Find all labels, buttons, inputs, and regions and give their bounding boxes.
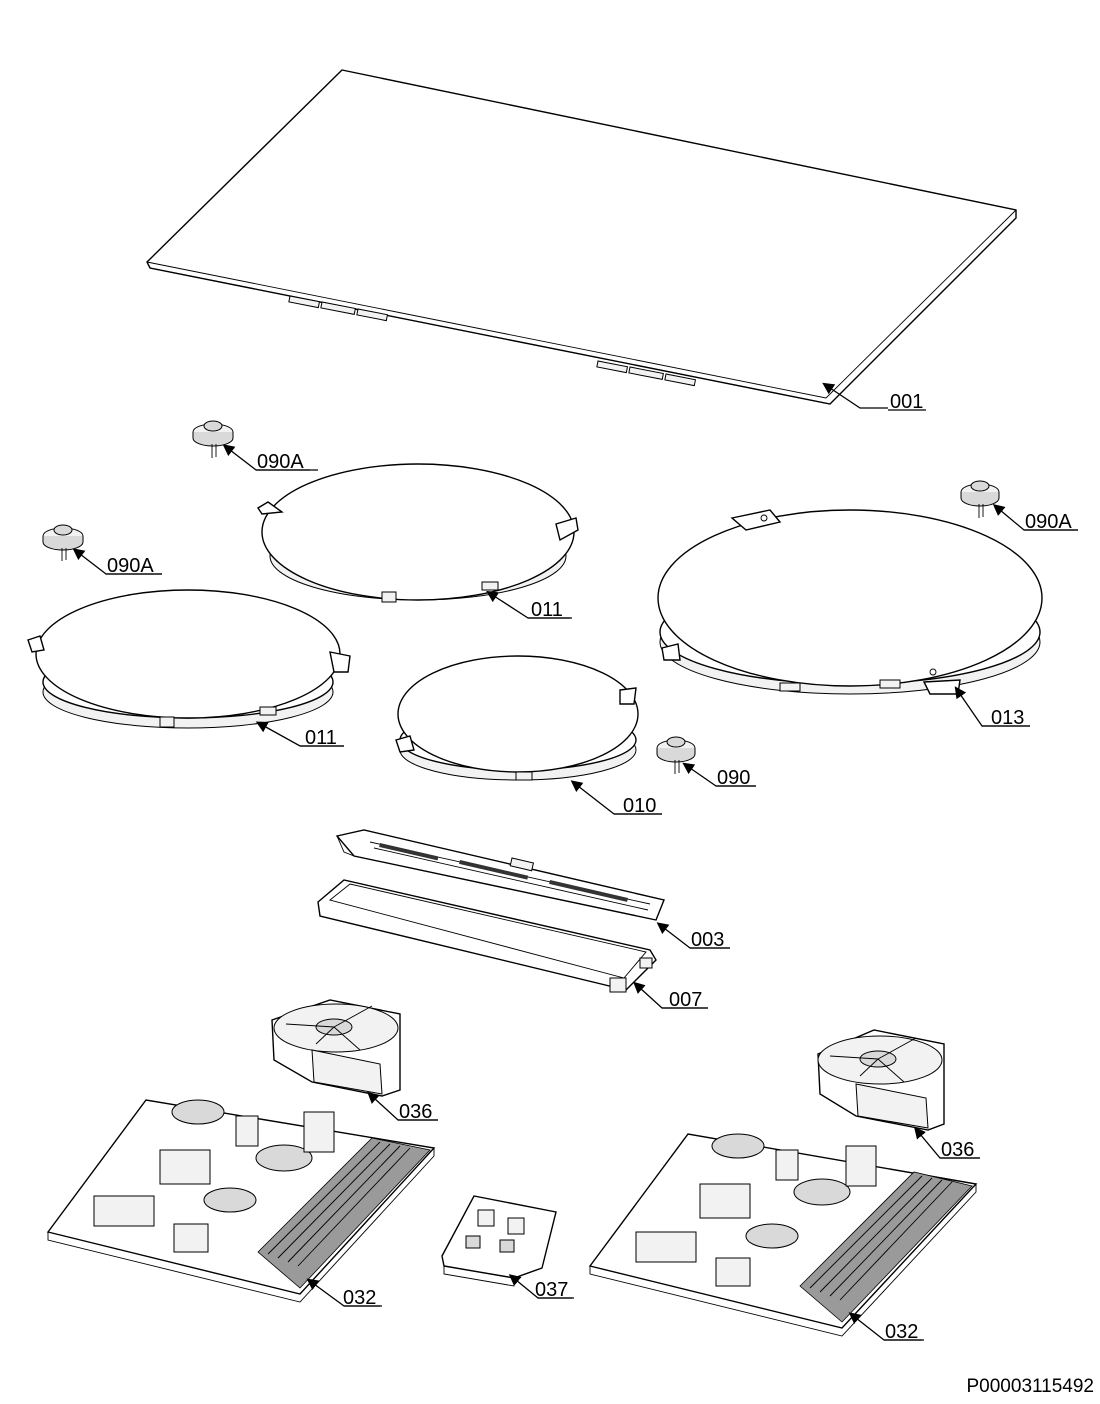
cooling-fan-036-right bbox=[817, 1029, 945, 1131]
temperature-sensor-090a-top bbox=[192, 420, 234, 458]
induction-coil-013 bbox=[657, 509, 1043, 695]
label-090: 090 bbox=[717, 767, 750, 789]
label-036-left: 036 bbox=[399, 1101, 432, 1123]
power-board-032-right bbox=[588, 1133, 978, 1337]
control-panel-003 bbox=[335, 829, 665, 921]
temperature-sensor-090a-right bbox=[960, 480, 1000, 518]
label-013: 013 bbox=[991, 707, 1024, 729]
power-board-032-left bbox=[46, 1099, 436, 1303]
induction-coil-011-upper bbox=[257, 463, 579, 603]
label-090a-left: 090A bbox=[107, 555, 154, 577]
label-032-left: 032 bbox=[343, 1287, 376, 1309]
label-007: 007 bbox=[669, 989, 702, 1011]
label-032-right: 032 bbox=[885, 1321, 918, 1343]
label-010: 010 bbox=[623, 795, 656, 817]
label-001: 001 bbox=[890, 391, 923, 413]
cooling-fan-036-left bbox=[271, 999, 401, 1097]
label-037: 037 bbox=[535, 1279, 568, 1301]
temperature-sensor-090a-left bbox=[42, 524, 84, 561]
label-003: 003 bbox=[691, 929, 724, 951]
temperature-sensor-090 bbox=[656, 736, 696, 774]
label-090a-top: 090A bbox=[257, 451, 304, 473]
label-011-left: 011 bbox=[305, 727, 337, 749]
label-090a-right: 090A bbox=[1025, 511, 1072, 533]
label-011-upper: 011 bbox=[531, 599, 563, 621]
induction-coil-011-left bbox=[27, 589, 351, 729]
electronic-module-037 bbox=[441, 1195, 557, 1287]
label-036-right: 036 bbox=[941, 1139, 974, 1161]
glass-top-part bbox=[146, 69, 1017, 405]
label-underlines bbox=[106, 409, 1078, 1341]
drawing-code: P00003115492 bbox=[967, 1376, 1095, 1397]
control-frame-007 bbox=[317, 879, 657, 993]
induction-coil-010 bbox=[395, 655, 639, 781]
